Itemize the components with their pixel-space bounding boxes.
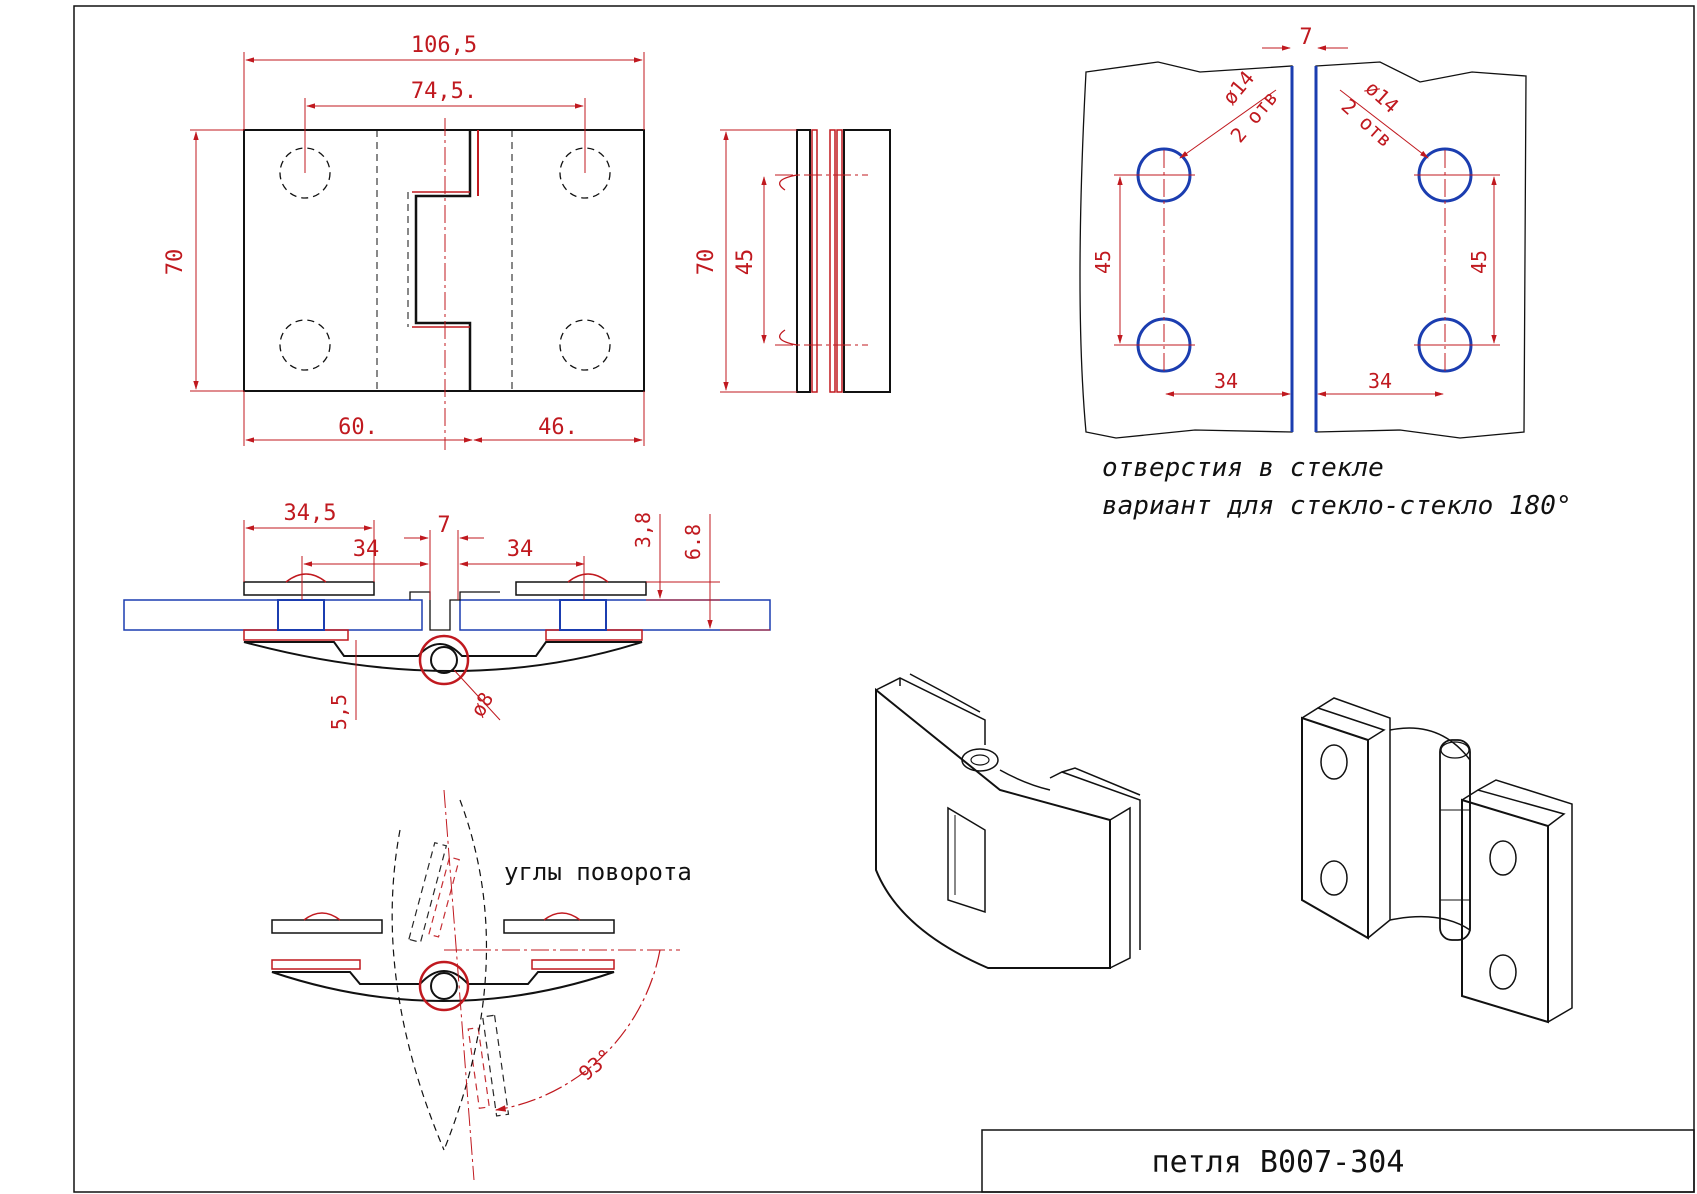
rotation-view: углы поворота 93° — [271, 789, 692, 1181]
side-dim-height: 70 — [694, 249, 719, 276]
section-dim-plate-thickness: 3,8 — [631, 512, 655, 548]
glass-caption-line2: вариант для стекло-стекло 180° — [1102, 491, 1572, 521]
dim-left-part: 60. — [338, 415, 378, 440]
section-dim-pin: ø8 — [466, 688, 499, 721]
drawing-frame — [73, 5, 1695, 1193]
dim-hole-spacing: 74,5. — [411, 79, 477, 104]
drawing-title: петля B007-304 — [1152, 1145, 1405, 1180]
section-dim-plate: 34,5 — [284, 501, 337, 526]
title-block: петля B007-304 — [981, 1129, 1695, 1193]
section-dim-glass-thickness: 6.8 — [681, 524, 705, 560]
dim-total-width: 106,5 — [411, 33, 477, 58]
glass-dim-gap: 7 — [1299, 25, 1312, 50]
front-view: 106,5 74,5. 70 60. 46. — [163, 33, 645, 450]
side-view: 70 45 — [694, 129, 891, 393]
section-dim-right-hole: 34 — [507, 537, 534, 562]
glass-dim-vertical-right: 45 — [1467, 250, 1491, 274]
glass-dim-edge-left: 34 — [1214, 369, 1238, 393]
rotation-caption: углы поворота — [504, 858, 692, 886]
section-dim-gap: 7 — [437, 513, 450, 538]
glass-caption-line1: отверстия в стекле — [1102, 453, 1384, 483]
side-dim-hole-spacing: 45 — [733, 249, 758, 276]
isometric-view-front — [875, 673, 1141, 969]
section-dim-offset: 5,5 — [327, 694, 351, 730]
glass-dim-edge-right: 34 — [1368, 369, 1392, 393]
dim-height: 70 — [163, 249, 188, 276]
glass-holes-view: 7 ø14 2 отв ø14 2 отв 45 45 34 34 отверс… — [1079, 25, 1572, 521]
section-view: 34,5 34 7 34 3,8 6.8 5,5 ø8 — [123, 501, 771, 730]
glass-dim-vertical-left: 45 — [1091, 250, 1115, 274]
isometric-view-back — [1301, 697, 1573, 1024]
dim-right-part: 46. — [538, 415, 578, 440]
section-dim-left-hole: 34 — [353, 537, 380, 562]
rotation-dim-angle: 93° — [574, 1044, 617, 1086]
